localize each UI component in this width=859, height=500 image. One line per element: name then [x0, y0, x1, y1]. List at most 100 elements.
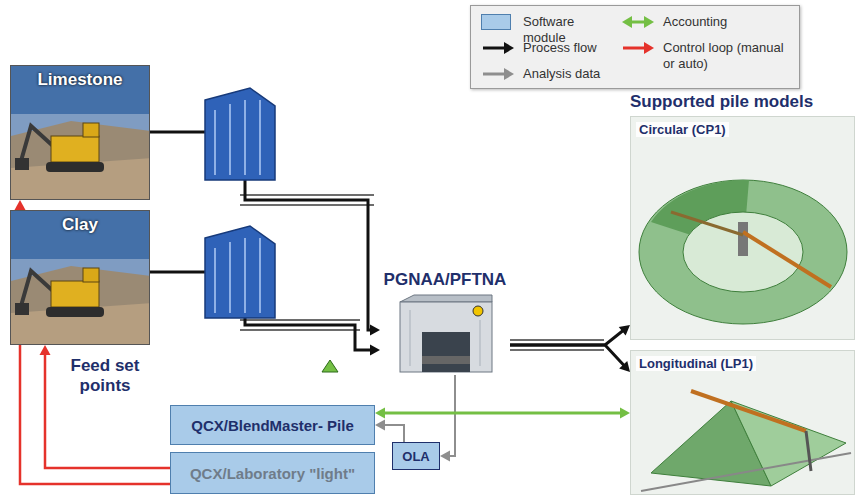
connector: [440, 375, 455, 462]
pile-model: Longitudinal (LP1): [630, 350, 855, 495]
illustration-part: [631, 351, 855, 495]
illustration-part: [205, 88, 275, 180]
connector-line: [510, 345, 626, 368]
arrowhead: [440, 451, 450, 462]
illustration-part: [259, 238, 261, 313]
illustration-part: [11, 211, 150, 345]
illustration-part: [240, 319, 360, 321]
arrowhead: [370, 345, 380, 356]
illustration-part: [683, 212, 803, 292]
illustration-part: [214, 248, 216, 313]
arrowhead: [370, 325, 380, 336]
illustration-part: [51, 281, 99, 307]
sample-line: [623, 47, 646, 50]
longitudinal-pile-illustration: [631, 351, 855, 495]
illustration-part: [214, 110, 216, 175]
connector-line: [381, 412, 624, 415]
software-module: OLA: [392, 442, 440, 470]
analyzer-node: PGNAA/PFTNA: [380, 270, 510, 375]
illustration-part: [410, 310, 411, 366]
illustration-part: [205, 226, 275, 318]
sample-line: [483, 73, 506, 76]
legend-line-sample: [621, 40, 655, 56]
legend-line-sample: [481, 66, 515, 82]
illustration-part: [21, 271, 53, 306]
legend-box: Software moduleAccountingProcess flowCon…: [470, 5, 800, 89]
illustration-part: [400, 295, 492, 302]
illustration-part: [11, 66, 150, 200]
illustration-part: [51, 136, 99, 162]
arrowhead: [619, 361, 630, 372]
illustration-part: [46, 162, 104, 172]
illustration-part: [738, 222, 748, 256]
illustration-part: [240, 194, 374, 196]
illustration-part: [15, 303, 29, 315]
module-name: QCX/BlendMaster- Pile: [191, 417, 354, 434]
software-module: QCX/BlendMaster- Pile: [170, 405, 375, 445]
control-note: Feed set points: [55, 356, 155, 396]
legend-text: Control loop (manual or auto): [663, 40, 798, 72]
pile-model-name: Circular (CP1): [636, 122, 729, 137]
connector: [510, 325, 630, 345]
illustration-part: [83, 123, 99, 137]
arrowhead: [619, 325, 630, 336]
quarry-photo: Limestone: [10, 65, 150, 200]
legend-text: Accounting: [663, 14, 798, 30]
illustration-part: [422, 356, 470, 364]
analyzer-name: PGNAA/PFTNA: [384, 270, 507, 290]
sample-arrowhead: [504, 42, 514, 54]
illustration-part: [473, 306, 483, 316]
illustration-part: [240, 204, 374, 206]
illustration-part: [11, 158, 150, 200]
illustration-part: [15, 158, 29, 170]
illustration-part: [400, 302, 492, 372]
sample-line: [483, 47, 506, 50]
connector-line: [510, 329, 625, 345]
sample-arrowhead: [644, 16, 654, 28]
crusher: [205, 226, 275, 318]
sample-arrowhead: [644, 42, 654, 54]
pile-model: Circular (CP1): [630, 116, 855, 340]
sample-arrowhead: [622, 16, 632, 28]
illustration-part: [46, 307, 104, 317]
illustration-part: [639, 180, 847, 324]
illustration-part: [244, 238, 246, 313]
illustration-part: [743, 232, 831, 287]
illustration-part: [11, 303, 150, 345]
illustration-part: [731, 401, 846, 486]
illustration-part: [11, 121, 150, 200]
module-name: QCX/Laboratory "light": [190, 465, 355, 482]
illustration-part: [671, 212, 743, 235]
illustration-part: [480, 320, 481, 366]
connector: [40, 345, 171, 468]
illustration-part: [244, 100, 246, 175]
arrowhead: [40, 345, 51, 355]
illustration-part: [691, 391, 806, 431]
illustration-part: [21, 126, 53, 161]
photo-label: Clay: [62, 215, 98, 235]
illustration-part: [259, 100, 261, 175]
module-name: OLA: [402, 449, 429, 464]
software-module: QCX/Laboratory "light": [170, 452, 375, 494]
connector: [375, 408, 630, 419]
legend-text: Process flow: [523, 40, 618, 56]
arrowhead: [15, 200, 26, 210]
illustration-part: [229, 242, 231, 313]
quarry-photo: Clay: [10, 210, 150, 345]
sample-line: [630, 21, 646, 24]
connector: [510, 345, 630, 372]
illustration-part: [510, 339, 604, 341]
illustration-part: [11, 266, 150, 345]
arrowhead: [375, 420, 385, 431]
arrowhead: [620, 408, 630, 419]
connector-line: [45, 351, 170, 468]
illustration-part: [240, 329, 360, 331]
sampling-marker: [322, 360, 338, 372]
legend-line-sample: [621, 14, 655, 30]
legend-line-sample: [481, 40, 515, 56]
illustration-part: [422, 332, 470, 372]
section-heading: Supported pile models: [630, 92, 858, 112]
illustration-part: [510, 349, 604, 351]
